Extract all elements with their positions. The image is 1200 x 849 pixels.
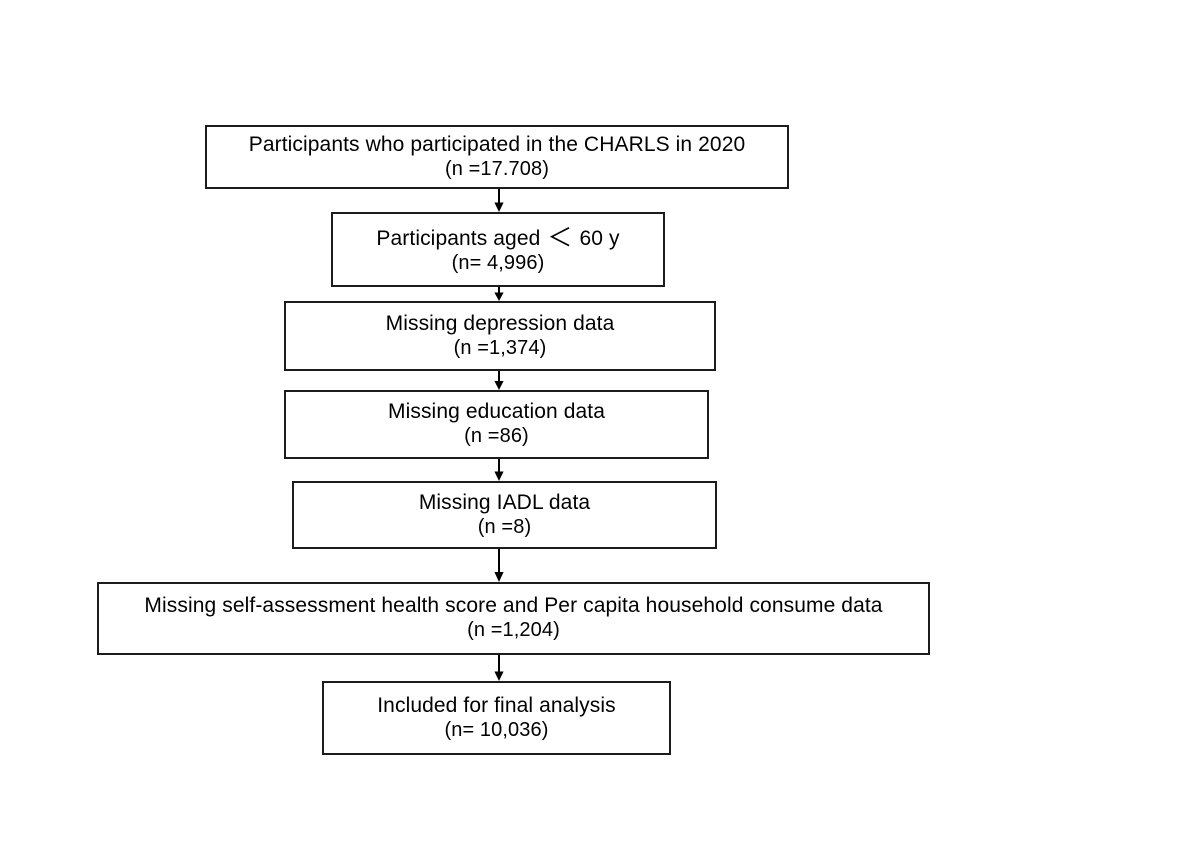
flow-node-excl-age-count: (n= 4,996) — [451, 252, 545, 275]
flow-node-excl-iadl-count: (n =8) — [477, 515, 532, 538]
flow-arrow-age-to-depression — [492, 287, 506, 301]
flow-node-excl-iadl-title: Missing IADL data — [418, 490, 591, 514]
flow-node-included-count: (n= 10,036) — [444, 718, 549, 741]
flow-node-excl-sah-consume-title: Missing self-assessment health score and… — [144, 594, 883, 618]
flow-node-included-title: Included for final analysis — [377, 693, 616, 717]
flow-arrow-depression-to-education — [492, 371, 506, 390]
flow-node-excl-education: Missing education data (n =86) — [284, 390, 709, 459]
flow-node-excl-sah-consume: Missing self-assessment health score and… — [97, 582, 930, 655]
flow-node-excl-age-title: Participants aged＜60 y — [376, 223, 619, 253]
flow-node-excl-depression-title: Missing depression data — [385, 311, 615, 335]
flow-arrow-enrolled-to-age — [492, 189, 506, 212]
flow-node-included: Included for final analysis (n= 10,036) — [322, 681, 671, 755]
flow-node-excl-iadl: Missing IADL data (n =8) — [292, 481, 717, 549]
flow-node-excl-depression: Missing depression data (n =1,374) — [284, 301, 716, 371]
flow-arrow-education-to-iadl — [492, 459, 506, 481]
flow-node-excl-age-title-post: 60 y — [579, 226, 620, 250]
flow-node-enrolled-count: (n =17.708) — [445, 157, 549, 180]
flow-node-enrolled: Participants who participated in the CHA… — [205, 125, 789, 189]
flow-node-enrolled-title: Participants who participated in the CHA… — [248, 132, 746, 156]
flow-arrow-sah-to-included — [492, 655, 506, 681]
flow-node-excl-depression-count: (n =1,374) — [453, 336, 547, 359]
flow-node-excl-education-count: (n =86) — [464, 425, 529, 448]
flow-arrow-iadl-to-sah — [492, 549, 506, 582]
less-than-icon: ＜ — [547, 223, 573, 252]
flow-node-excl-education-title: Missing education data — [388, 400, 605, 424]
flow-node-excl-sah-consume-count: (n =1,204) — [467, 619, 560, 642]
flow-node-excl-age: Participants aged＜60 y (n= 4,996) — [331, 212, 665, 287]
flow-node-excl-age-title-pre: Participants aged — [376, 226, 541, 250]
